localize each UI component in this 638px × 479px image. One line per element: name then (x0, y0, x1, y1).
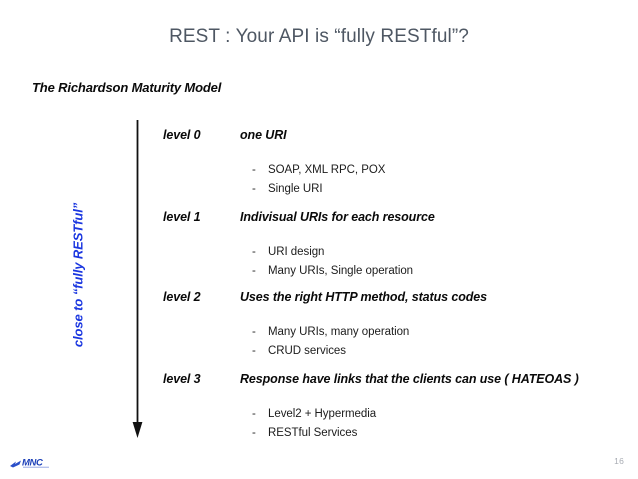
level-header: level 0 one URI (0, 128, 638, 148)
level-bullet-list: -Level2 + Hypermedia-RESTful Services (252, 405, 376, 443)
bullet-text: Level2 + Hypermedia (268, 408, 377, 420)
bullet-dash-icon: - (252, 326, 256, 338)
level-description: Indivisual URIs for each resource (240, 210, 435, 224)
list-item: -URI design (252, 243, 413, 262)
bullet-dash-icon: - (252, 164, 256, 176)
maturity-level-2: level 2 Uses the right HTTP method, statu… (0, 290, 638, 357)
maturity-level-1: level 1 Indivisual URIs for each resource… (0, 210, 638, 277)
level-name: level 1 (163, 210, 201, 224)
bullet-text: Many URIs, Single operation (268, 265, 414, 277)
level-header: level 3 Response have links that the clie… (0, 372, 638, 392)
list-item: -Many URIs, Single operation (252, 262, 413, 281)
list-item: -Level2 + Hypermedia (252, 405, 376, 424)
bullet-text: Many URIs, many operation (268, 326, 410, 338)
level-name: level 3 (163, 372, 201, 386)
maturity-level-3: level 3 Response have links that the clie… (0, 372, 638, 439)
section-subtitle: The Richardson Maturity Model (32, 80, 222, 95)
bullet-text: CRUD services (268, 345, 346, 357)
level-header: level 2 Uses the right HTTP method, statu… (0, 290, 638, 310)
bullet-text: Single URI (268, 183, 323, 195)
bullet-text: SOAP, XML RPC, POX (268, 164, 386, 176)
level-description: Response have links that the clients can… (240, 372, 579, 386)
level-description: Uses the right HTTP method, status codes (240, 290, 487, 304)
page-title: REST : Your API is “fully RESTful”? (169, 26, 469, 47)
bullet-text: RESTful Services (268, 427, 358, 439)
page-number: 16 (614, 456, 624, 466)
svg-text:MNC: MNC (22, 458, 43, 469)
level-name: level 0 (163, 128, 201, 142)
bullet-dash-icon: - (252, 246, 256, 258)
level-description: one URI (240, 128, 287, 142)
bullet-text: URI design (268, 246, 325, 258)
mnc-logo-icon: MNC (10, 458, 49, 469)
level-bullet-list: -URI design-Many URIs, Single operation (252, 243, 413, 281)
bullet-dash-icon: - (252, 408, 256, 420)
list-item: -CRUD services (252, 342, 409, 361)
level-header: level 1 Indivisual URIs for each resource (0, 210, 638, 230)
bullet-dash-icon: - (252, 427, 256, 439)
bullet-dash-icon: - (252, 265, 256, 277)
list-item: -SOAP, XML RPC, POX (252, 161, 385, 180)
level-name: level 2 (163, 290, 201, 304)
list-item: -Many URIs, many operation (252, 323, 409, 342)
arrow-down-icon (132, 120, 143, 438)
level-bullet-list: -Many URIs, many operation-CRUD services (252, 323, 409, 361)
mnc-logo: MNC (9, 455, 63, 470)
level-bullet-list: -SOAP, XML RPC, POX-Single URI (252, 161, 385, 199)
bullet-dash-icon: - (252, 345, 256, 357)
bullet-dash-icon: - (252, 183, 256, 195)
list-item: -Single URI (252, 180, 385, 199)
list-item: -RESTful Services (252, 424, 376, 443)
maturity-axis-arrow (128, 118, 148, 443)
